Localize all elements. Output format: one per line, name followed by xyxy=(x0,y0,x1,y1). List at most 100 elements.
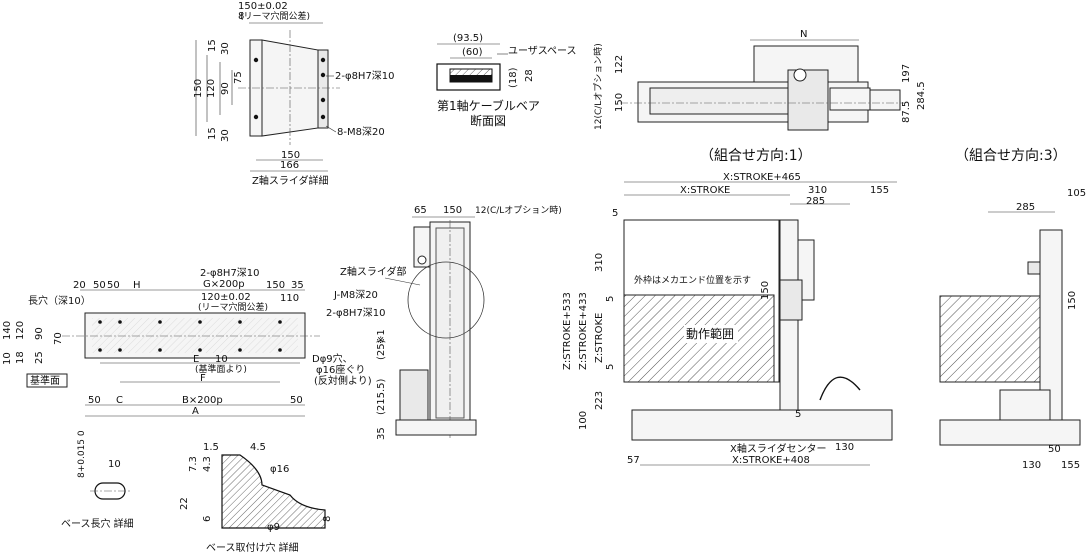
side-d215: (215.5) xyxy=(376,378,387,415)
front-d150v: 150 xyxy=(760,281,771,300)
side-d65: 65 xyxy=(414,205,427,216)
top-view: N 12(C/Lオプション時) 122 150 197 284.5 87.5 xyxy=(593,29,927,131)
z-caption: Z軸スライダ詳細 xyxy=(252,174,328,187)
front-view: X:STROKE+465 X:STROKE 310 155 285 5 動作範囲… xyxy=(562,172,897,466)
front-outer: 外枠はメカエンド位置を示す xyxy=(634,274,751,286)
base-reamer-note: (リーマ穴間公差) xyxy=(198,301,268,313)
right-view: 105 285 150 50 130 155 xyxy=(939,188,1086,471)
base-d150: 150 xyxy=(266,280,285,291)
mount-d9: φ9 xyxy=(267,522,280,533)
mount-caption: ベース取付け穴 詳細 xyxy=(206,541,299,554)
cb-d60: (60) xyxy=(462,47,483,58)
z-left-150: 150 xyxy=(193,79,204,98)
cb-d93: (93.5) xyxy=(453,33,483,44)
cb-d28: 28 xyxy=(524,69,535,82)
front-d100: 100 xyxy=(578,411,589,430)
z-left-30b: 30 xyxy=(220,129,231,142)
base-d110: 110 xyxy=(280,293,299,304)
combo1-title: （組合せ方向:1） xyxy=(700,148,812,164)
mount-d22: 22 xyxy=(179,497,190,510)
z-slider-detail: 150±0.02 (リーマ穴間公差) 8 15 30 150 120 90 75… xyxy=(193,1,395,187)
base-d50b: 50 xyxy=(107,280,120,291)
base-g: G×200p xyxy=(203,279,245,290)
base-left-18: 18 xyxy=(15,351,26,364)
front-center: X軸スライダセンター xyxy=(730,442,826,455)
mount-d73: 7.3 xyxy=(188,456,199,472)
right-d105: 105 xyxy=(1067,188,1086,199)
right-d50: 50 xyxy=(1048,444,1061,455)
front-z533: Z:STROKE+533 xyxy=(562,292,573,370)
front-d57: 57 xyxy=(627,455,640,466)
front-area: 動作範囲 xyxy=(686,326,734,341)
base-h: H xyxy=(133,280,141,291)
side-d150: 150 xyxy=(443,205,462,216)
z-left-15b: 15 xyxy=(207,127,218,140)
z-dim-166: 166 xyxy=(280,160,299,171)
mount-d45: 4.5 xyxy=(250,442,266,453)
slot-d10: 10 xyxy=(108,459,121,470)
z-pin-label: 2-φ8H7深10 xyxy=(335,70,395,82)
mount-d15: 1.5 xyxy=(203,442,219,453)
base-tap: J-M8深20 xyxy=(333,289,378,301)
z-dim-150: 150 xyxy=(281,150,300,161)
slot-detail: 8+0.015 0 10 ベース長穴 詳細 xyxy=(61,430,134,530)
base-dhole-1: Dφ9穴、 xyxy=(312,352,353,365)
mount-d6: 6 xyxy=(202,516,213,522)
front-d223: 223 xyxy=(594,391,605,410)
base-slot: 長穴（深10） xyxy=(28,294,91,307)
side-view: 65 150 12(C/Lオプション時) Z軸スライダ部 (25) ※1 (21… xyxy=(340,205,562,440)
cable-bear-section: (93.5) (60) ユーザスペース (18) 28 第1軸ケーブルベア 断面… xyxy=(436,33,577,128)
mount-d43: 4.3 xyxy=(202,456,213,472)
cb-space: ユーザスペース xyxy=(508,45,577,57)
z-left-15: 15 xyxy=(207,39,218,52)
top-875: 87.5 xyxy=(901,101,912,123)
top-left-note: 12(C/Lオプション時) xyxy=(593,43,604,130)
base-d50d: 50 xyxy=(290,395,303,406)
base-d20: 20 xyxy=(73,280,86,291)
base-left-90: 90 xyxy=(34,327,45,340)
right-d155: 155 xyxy=(1061,460,1080,471)
front-d5c: 5 xyxy=(605,364,616,370)
front-d130: 130 xyxy=(835,442,854,453)
side-cl: 12(C/Lオプション時) xyxy=(475,205,562,216)
base-ref-surface: 基準面 xyxy=(30,374,60,387)
base-pin2: 2-φ8H7深10 xyxy=(326,307,386,319)
front-d5b: 5 xyxy=(605,296,616,302)
base-left-140: 140 xyxy=(2,321,13,340)
cb-d18: (18) xyxy=(508,67,519,88)
front-d310: 310 xyxy=(808,185,827,196)
combo3-title: （組合せ方向:3） xyxy=(955,148,1067,164)
front-total: X:STROKE+465 xyxy=(723,172,801,183)
mount-detail: 1.5 4.5 7.3 4.3 φ16 22 6 φ9 8 ベース取付け穴 詳細 xyxy=(179,442,333,554)
base-d50a: 50 xyxy=(93,280,106,291)
z-left-120: 120 xyxy=(206,79,217,98)
front-d285: 285 xyxy=(806,196,825,207)
front-xstroke: X:STROKE xyxy=(680,185,730,196)
base-dhole-2: φ16座ぐり xyxy=(316,363,365,376)
base-from-ref: (基準面より) xyxy=(195,363,247,375)
top-150: 150 xyxy=(614,93,625,112)
base-e: E xyxy=(193,354,199,365)
side-d35: 35 xyxy=(376,427,387,440)
base-b: B×200p xyxy=(182,395,223,406)
slot-tol: 8+0.015 0 xyxy=(77,430,87,478)
front-bottom: X:STROKE+408 xyxy=(732,455,810,466)
mount-d8: 8 xyxy=(322,516,333,522)
base-d10: 10 xyxy=(215,354,228,365)
side-z-slider-part: Z軸スライダ部 xyxy=(340,265,406,278)
right-d130: 130 xyxy=(1022,460,1041,471)
z-left-90: 90 xyxy=(220,82,231,95)
base-d35: 35 xyxy=(291,280,304,291)
side-d25: (25) xyxy=(376,339,387,360)
z-tap-label: 8-M8深20 xyxy=(337,126,385,138)
front-z433: Z:STROKE+433 xyxy=(578,292,589,370)
base-d50c: 50 xyxy=(88,395,101,406)
base-f: F xyxy=(200,373,206,384)
base-reamer: 120±0.02 xyxy=(201,292,251,303)
front-d5a: 5 xyxy=(612,208,618,219)
base-left-10: 10 xyxy=(2,352,13,365)
slot-caption: ベース長穴 詳細 xyxy=(61,517,134,530)
z-top-note: (リーマ穴間公差) xyxy=(240,10,310,22)
base-left-25: 25 xyxy=(34,351,45,364)
